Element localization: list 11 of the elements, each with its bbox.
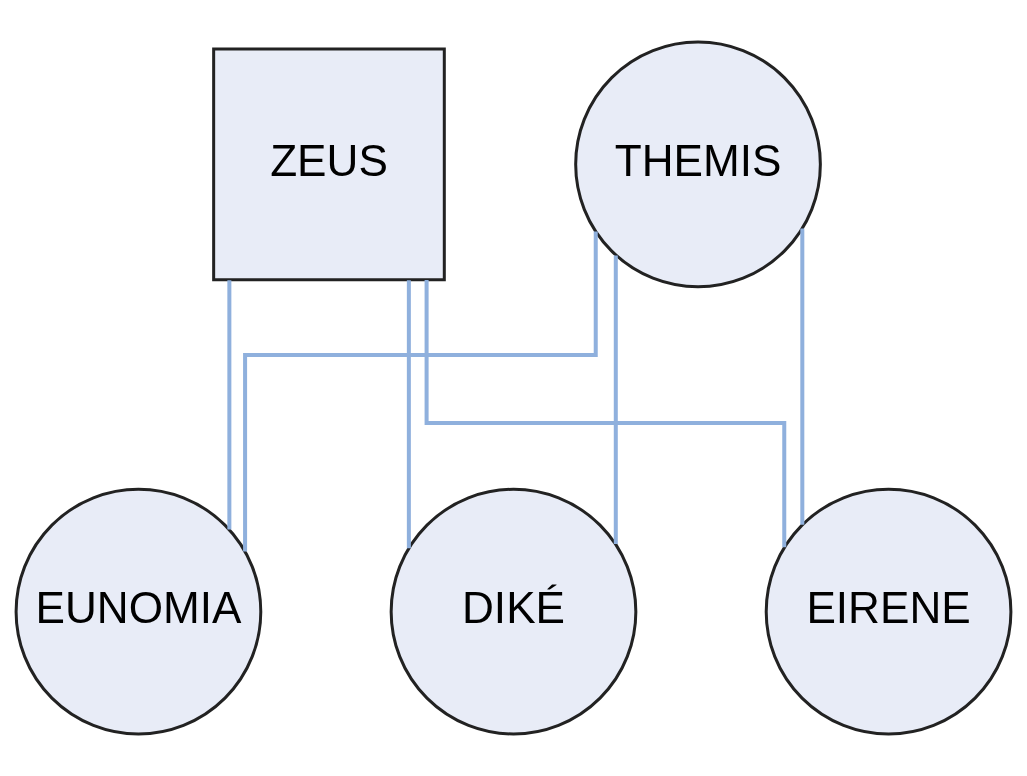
node-circle: EUNOMIA: [14, 487, 263, 736]
node-circle: THEMIS: [574, 40, 822, 289]
connector: [424, 280, 787, 548]
connector: [613, 255, 618, 544]
node-box: ZEUS: [212, 47, 446, 282]
node-circle: EIRENE: [764, 487, 1013, 736]
node-circle: DIKÉ: [389, 487, 638, 736]
connector: [800, 228, 805, 525]
connector: [227, 280, 232, 530]
connector: [406, 280, 411, 549]
connector: [243, 231, 598, 552]
